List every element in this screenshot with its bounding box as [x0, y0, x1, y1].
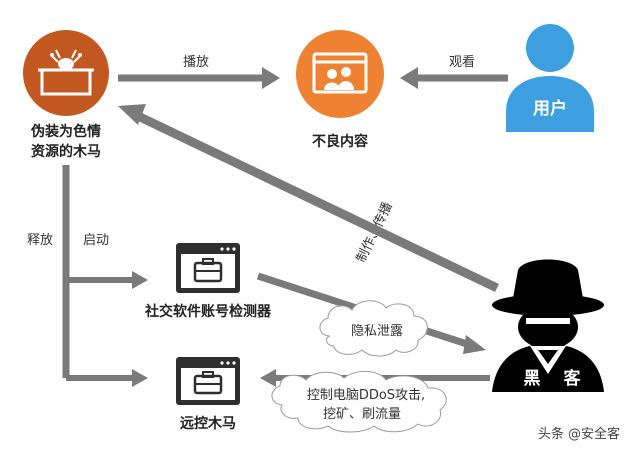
control-label-line1: 控制电脑DDoS攻击,: [307, 388, 425, 403]
privacy-leak-cloud: 隐私泄露: [319, 300, 428, 357]
toolbox-window-icon: [176, 357, 240, 405]
user-node: 用户: [506, 24, 594, 132]
hacker-label-char2: 客: [563, 368, 582, 389]
hacker-icon: [492, 259, 604, 392]
trojan-box-icon: [23, 30, 109, 116]
trojan-label-line1: 伪装为色情: [30, 123, 101, 140]
release-label: 释放: [27, 233, 53, 248]
privacy-leak-label: 隐私泄露: [351, 324, 403, 339]
social-detector-node: 社交软件账号检测器: [144, 243, 272, 320]
hacker-label-char1: 黑: [524, 369, 541, 389]
edge-watch-arrow: [400, 67, 508, 89]
remote-trojan-node: 远控木马: [176, 357, 240, 432]
edge-release-arrow: [66, 369, 148, 387]
launch-label: 启动: [83, 233, 109, 248]
play-label: 播放: [183, 55, 209, 70]
bad-content-node: 不良内容: [296, 30, 384, 150]
edge-play-arrow: [118, 67, 280, 89]
control-cloud: 控制电脑DDoS攻击, 挖矿、刷流量: [271, 371, 447, 433]
user-label: 用户: [533, 98, 567, 119]
watermark-text: 头条 @安全客: [538, 426, 620, 442]
remote-trojan-label: 远控木马: [180, 415, 236, 432]
hacker-node: 黑 客: [492, 259, 604, 392]
social-detector-label: 社交软件账号检测器: [144, 303, 272, 320]
edge-make-spread-arrow: [118, 104, 499, 293]
watch-label: 观看: [449, 54, 475, 70]
bad-content-label: 不良内容: [312, 133, 368, 150]
trojan-label-line2: 资源的木马: [31, 143, 101, 160]
trojan-node: 伪装为色情 资源的木马: [23, 30, 109, 160]
toolbox-window-icon: [176, 243, 240, 293]
user-icon: [506, 24, 594, 132]
control-label-line2: 挖矿、刷流量: [323, 407, 401, 422]
edge-launch-arrow: [66, 271, 148, 289]
video-users-icon: [296, 30, 384, 118]
